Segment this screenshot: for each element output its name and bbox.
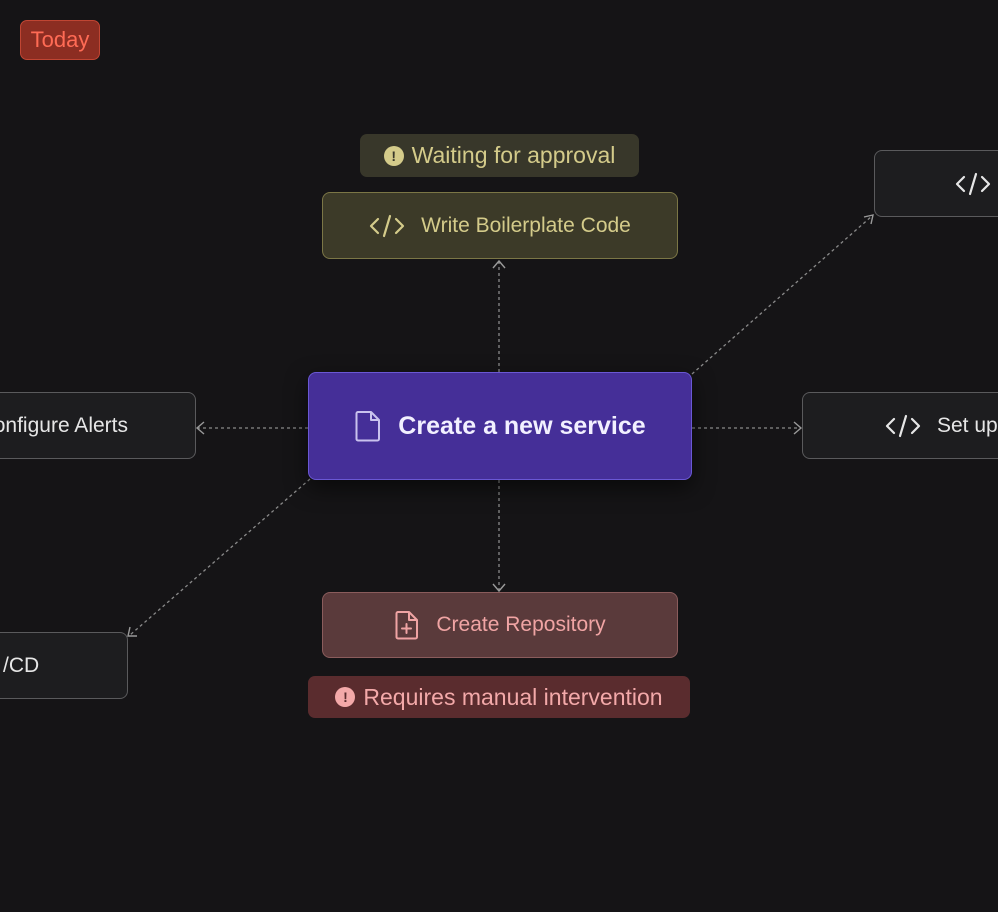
node-set-up[interactable]: Set up	[802, 392, 998, 459]
node-top-right[interactable]	[874, 150, 998, 217]
node-ci-cd-label: /CD	[3, 653, 40, 677]
code-icon	[885, 413, 921, 439]
node-write-boilerplate-code-label: Write Boilerplate Code	[421, 213, 631, 237]
alert-icon: !	[335, 687, 356, 707]
file-plus-icon	[394, 610, 420, 640]
manual-intervention-badge: ! Requires manual intervention	[308, 676, 690, 718]
today-badge: Today	[20, 20, 100, 60]
edge-to-cicd	[129, 478, 311, 636]
node-set-up-label: Set up	[937, 413, 998, 437]
code-icon	[369, 213, 405, 239]
arrowhead-boilerplate	[492, 259, 506, 269]
node-write-boilerplate-code[interactable]: Write Boilerplate Code	[322, 192, 678, 259]
arrowhead-top-right	[863, 214, 874, 225]
code-icon	[955, 171, 991, 197]
waiting-approval-badge: ! Waiting for approval	[360, 134, 639, 177]
arrowhead-cicd	[127, 626, 137, 637]
waiting-approval-text: Waiting for approval	[411, 142, 616, 168]
arrowhead-repository	[492, 583, 506, 593]
node-configure-alerts[interactable]: Configure Alerts	[0, 392, 196, 459]
node-create-repository[interactable]: Create Repository	[322, 592, 678, 658]
arrowhead-alerts	[195, 421, 205, 435]
alert-icon: !	[383, 145, 404, 166]
edge-to-top-right	[691, 215, 873, 375]
node-configure-alerts-label: Configure Alerts	[0, 413, 128, 437]
arrowhead-setup	[793, 421, 803, 435]
node-create-repository-label: Create Repository	[436, 613, 606, 636]
node-create-new-service-label: Create a new service	[398, 411, 646, 440]
document-icon	[354, 410, 382, 442]
manual-intervention-text: Requires manual intervention	[363, 683, 663, 710]
node-ci-cd[interactable]: /CD	[0, 632, 128, 699]
node-create-new-service[interactable]: Create a new service	[308, 372, 692, 480]
